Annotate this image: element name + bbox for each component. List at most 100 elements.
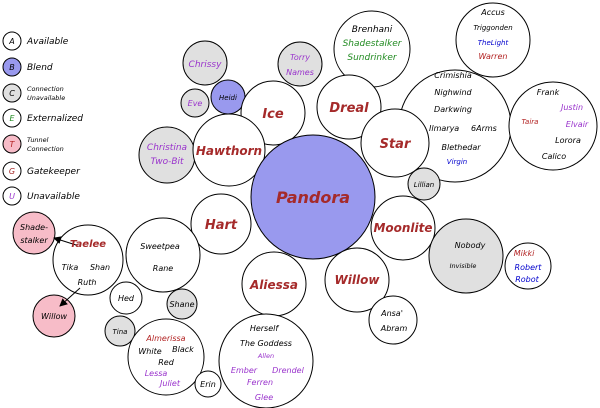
label-black: Black <box>172 345 194 354</box>
node-accus-group[interactable] <box>455 2 531 78</box>
label-accus: Accus <box>480 8 505 17</box>
legend-gatekeeper-key: G <box>9 167 15 176</box>
node-star[interactable] <box>360 108 430 178</box>
label-triggonden: Triggonden <box>473 24 512 32</box>
node-chrissy[interactable] <box>182 40 228 86</box>
legend-conn-unavailable-label2: Unavailable <box>27 94 65 102</box>
tunnel-arrow-willow <box>59 287 81 307</box>
label-abram: Abram <box>380 324 408 333</box>
label-aliessa: Aliessa <box>249 278 298 292</box>
label-ember: Ember <box>231 366 258 375</box>
legend-unavailable-swatch <box>2 186 22 206</box>
label-sundrinker: Sundrinker <box>347 53 397 63</box>
legend-blend-swatch <box>2 57 22 77</box>
label-ruth: Ruth <box>78 278 97 287</box>
label-virgin: Virgin <box>447 158 467 166</box>
label-lorora: Lorora <box>555 136 581 145</box>
node-eve[interactable] <box>180 88 210 118</box>
legend-available: A Available <box>2 31 69 51</box>
node-mikki-group[interactable] <box>504 242 552 290</box>
legend-tunnel-label2: Connection <box>27 145 64 153</box>
label-crimishia: Crimishia <box>434 71 472 80</box>
label-robert: Robert <box>515 263 543 272</box>
label-ferren: Ferren <box>247 378 273 387</box>
label-rane: Rane <box>153 264 174 273</box>
node-almerissa-group[interactable] <box>127 318 205 396</box>
legend-unavailable-key: U <box>9 192 15 201</box>
node-erin[interactable] <box>194 370 222 398</box>
label-ice: Ice <box>262 107 284 122</box>
label-lessa: Lessa <box>145 369 168 378</box>
label-glee: Glee <box>255 393 273 402</box>
label-twobit: Two-Bit <box>150 157 184 167</box>
label-frank: Frank <box>537 88 560 97</box>
legend-tunnel: T Tunnel Connection <box>2 134 64 154</box>
legend-tunnel-key: T <box>10 140 16 149</box>
label-willow-tunnel: Willow <box>41 312 67 321</box>
legend: A Available B Blend C Connection Unavail… <box>2 31 83 206</box>
legend-gatekeeper-swatch <box>2 161 22 181</box>
label-erin: Erin <box>200 380 216 389</box>
node-ansa-abram[interactable] <box>368 295 418 345</box>
label-mikki: Mikki <box>514 249 535 258</box>
node-sweetpea-group[interactable] <box>125 217 201 293</box>
label-almerissa: Almerissa <box>145 334 185 343</box>
node-hed[interactable] <box>109 281 143 315</box>
label-heidi: Heidi <box>219 94 237 102</box>
label-shadestalker-tunnel-1: Shade- <box>20 223 48 232</box>
node-labels: Pandora Ice Dreal Star Hawthorn Hart Moo… <box>20 8 589 402</box>
label-sweetpea: Sweetpea <box>140 242 180 251</box>
node-shadestalker-tunnel[interactable] <box>12 211 56 255</box>
label-star: Star <box>380 137 412 152</box>
node-dreal[interactable] <box>316 74 382 140</box>
node-lillian[interactable] <box>407 167 441 201</box>
label-hart: Hart <box>205 218 238 233</box>
label-blethedar: Blethedar <box>441 143 481 152</box>
node-frank-group[interactable] <box>508 81 598 171</box>
legend-externalized: E Externalized <box>2 108 83 128</box>
label-nighwind: Nighwind <box>434 88 472 97</box>
legend-externalized-swatch <box>2 108 22 128</box>
legend-blend: B Blend <box>2 57 53 77</box>
node-hart[interactable] <box>190 193 252 255</box>
label-shadestalker-tunnel-2: stalker <box>20 236 48 245</box>
label-robot: Robot <box>515 275 539 284</box>
legend-gatekeeper: G Gatekeeper <box>2 161 81 181</box>
legend-conn-unavailable-swatch <box>2 83 22 103</box>
legend-externalized-key: E <box>9 114 15 123</box>
label-warren: Warren <box>479 52 508 61</box>
label-ilmarya: Ilmarya <box>429 124 459 133</box>
node-shane[interactable] <box>166 288 198 320</box>
node-moonlite[interactable] <box>370 195 436 261</box>
label-herself: Herself <box>250 324 280 333</box>
label-nobody: Nobody <box>455 241 486 250</box>
label-moonlite: Moonlite <box>373 221 432 235</box>
label-pandora: Pandora <box>276 188 350 207</box>
node-herself-group[interactable] <box>218 313 314 408</box>
node-christina-group[interactable] <box>138 126 196 184</box>
label-willow: Willow <box>335 273 381 287</box>
node-willow[interactable] <box>324 247 390 313</box>
label-thelight: TheLight <box>478 39 509 47</box>
label-hed: Hed <box>118 294 135 303</box>
node-tina[interactable] <box>104 315 136 347</box>
node-torry-names[interactable] <box>277 41 323 87</box>
node-hawthorn[interactable] <box>192 113 266 187</box>
label-elvair: Elvair <box>566 120 589 129</box>
label-allen: Allen <box>257 352 274 360</box>
label-tina: Tina <box>113 328 128 336</box>
tunnel-arrow-shadestalker <box>53 236 77 246</box>
node-taelee-group[interactable] <box>52 224 124 296</box>
label-lillian: Lillian <box>414 181 434 189</box>
legend-blend-key: B <box>9 63 15 72</box>
label-names: Names <box>286 68 314 77</box>
legend-tunnel-swatch <box>2 134 22 154</box>
legend-available-label: Available <box>26 37 69 47</box>
legend-blend-label: Blend <box>27 63 53 73</box>
node-nobody-group[interactable] <box>428 218 504 294</box>
label-taelee: Taelee <box>70 239 106 250</box>
label-white: White <box>138 347 161 356</box>
node-pandora[interactable] <box>250 134 376 260</box>
label-invisible: Invisible <box>450 262 477 270</box>
